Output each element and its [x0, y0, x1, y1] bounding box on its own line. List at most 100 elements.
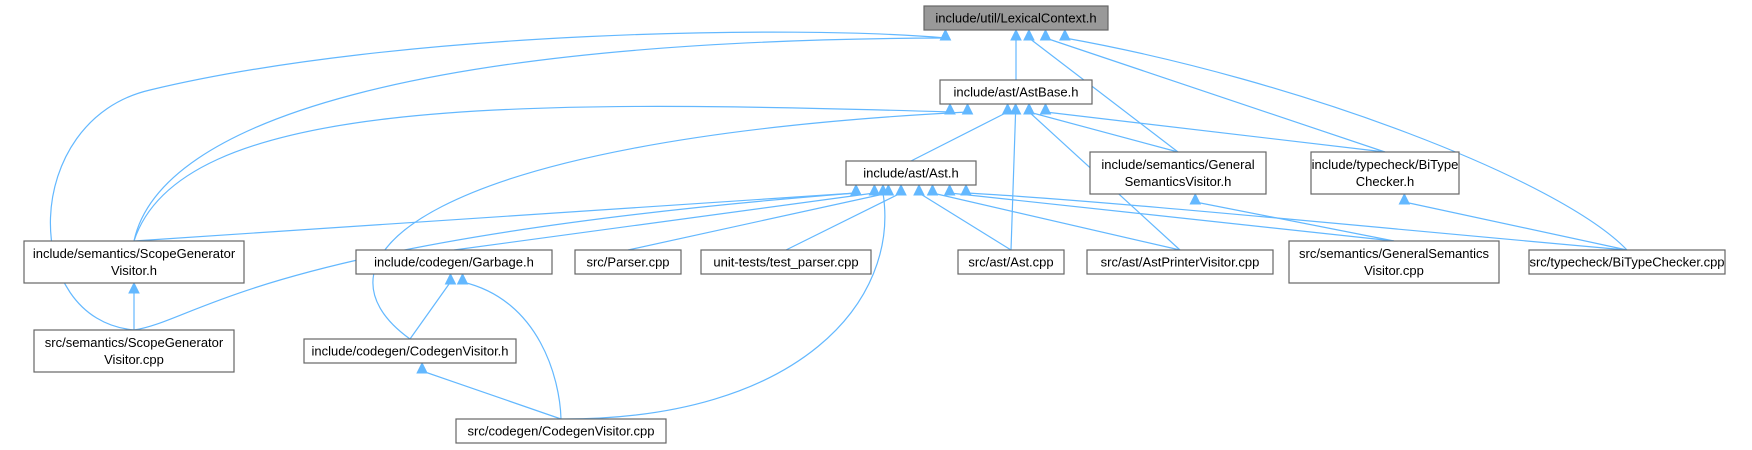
- node-box: [1089, 151, 1267, 195]
- arrowhead: [1023, 102, 1035, 115]
- node-box: [303, 338, 517, 364]
- edge-codegenh-to-astbase: [372, 102, 974, 340]
- edge-line: [560, 192, 886, 420]
- edge-gensemh-to-lexctx: [1023, 28, 1179, 153]
- node-box: [355, 249, 553, 275]
- arrowhead: [1039, 102, 1052, 115]
- edge-line: [1404, 201, 1628, 251]
- arrowhead: [1398, 192, 1411, 205]
- edge-gensemcpp-to-ast: [943, 183, 1395, 242]
- node-label: include/codegen/CodegenVisitor.h: [311, 344, 508, 359]
- edge-line: [1064, 37, 1628, 251]
- arrowhead: [128, 281, 140, 294]
- node-astprinter[interactable]: src/ast/AstPrinterVisitor.cpp: [1086, 249, 1274, 275]
- arrowhead: [1059, 28, 1071, 41]
- node-gensemcpp[interactable]: src/semantics/GeneralSemanticsVisitor.cp…: [1288, 240, 1500, 284]
- arrowhead: [868, 183, 881, 196]
- node-label: include/semantics/ScopeGenerator: [33, 246, 236, 261]
- node-box: [574, 249, 682, 275]
- edge-line: [133, 37, 946, 242]
- node-scopegenh[interactable]: include/semantics/ScopeGeneratorVisitor.…: [23, 240, 245, 284]
- edge-scopegencpp-to-lexctx: [49, 28, 952, 331]
- edge-line: [1010, 111, 1017, 251]
- edge-bitypecpp-to-ast: [960, 183, 1628, 251]
- node-label: unit-tests/test_parser.cpp: [713, 255, 858, 270]
- arrowhead: [895, 183, 907, 196]
- edge-line: [1028, 37, 1179, 153]
- edge-astbase-to-lexctx: [1010, 28, 1022, 80]
- node-box: [1086, 249, 1274, 275]
- node-label: src/semantics/GeneralSemantics: [1299, 246, 1490, 261]
- edge-line: [133, 192, 857, 331]
- edge-bitypeh-to-lexctx: [1039, 28, 1386, 153]
- arrowhead: [1039, 28, 1052, 41]
- node-label: SemanticsVisitor.h: [1125, 174, 1232, 189]
- node-astcpp[interactable]: src/ast/Ast.cpp: [957, 249, 1065, 275]
- edge-astcpp-to-ast: [913, 183, 1012, 251]
- node-label: Checker.h: [1356, 174, 1415, 189]
- arrowhead: [1009, 102, 1022, 115]
- edge-ast-to-astbase: [910, 102, 1014, 162]
- edge-scopegenh-to-ast: [133, 183, 862, 242]
- node-label: include/codegen/Garbage.h: [374, 255, 534, 270]
- node-testparser[interactable]: unit-tests/test_parser.cpp: [700, 249, 872, 275]
- arrowhead: [926, 183, 939, 196]
- arrowhead: [960, 183, 972, 196]
- node-label: include/ast/Ast.h: [863, 166, 958, 181]
- edge-line: [949, 192, 1395, 242]
- arrowhead: [943, 183, 956, 196]
- node-box: [939, 79, 1093, 105]
- arrowhead: [1023, 28, 1035, 41]
- node-label: src/codegen/CodegenVisitor.cpp: [468, 424, 655, 439]
- node-bitypecpp[interactable]: src/typecheck/BiTypeChecker.cpp: [1528, 249, 1726, 275]
- arrowhead: [944, 102, 956, 115]
- node-box: [1288, 240, 1500, 284]
- node-garbage[interactable]: include/codegen/Garbage.h: [355, 249, 553, 275]
- node-label: include/typecheck/BiType: [1312, 157, 1459, 172]
- edge-line: [910, 111, 1008, 162]
- edge-line: [462, 281, 562, 420]
- node-label: include/util/LexicalContext.h: [935, 11, 1096, 26]
- edge-line: [932, 192, 1181, 251]
- edge-line: [1028, 111, 1179, 153]
- node-bitypeh[interactable]: include/typecheck/BiTypeChecker.h: [1310, 151, 1460, 195]
- edge-bitypecpp-to-lexctx: [1059, 28, 1628, 251]
- node-label: src/Parser.cpp: [586, 255, 669, 270]
- edges-layer: [49, 28, 1628, 420]
- node-label: src/ast/Ast.cpp: [968, 255, 1053, 270]
- node-box: [455, 418, 667, 444]
- node-label: src/typecheck/BiTypeChecker.cpp: [1529, 255, 1724, 270]
- node-parser[interactable]: src/Parser.cpp: [574, 249, 682, 275]
- node-box: [33, 329, 235, 373]
- edge-codegencpp-to-codegenh: [416, 361, 562, 420]
- edge-garbage-to-ast: [453, 183, 881, 251]
- arrowhead: [416, 361, 428, 374]
- node-lexctx[interactable]: include/util/LexicalContext.h: [923, 5, 1109, 31]
- node-codegencpp[interactable]: src/codegen/CodegenVisitor.cpp: [455, 418, 667, 444]
- arrowhead: [850, 183, 862, 196]
- node-box: [923, 5, 1109, 31]
- node-astbase[interactable]: include/ast/AstBase.h: [939, 79, 1093, 105]
- arrowhead: [456, 272, 469, 285]
- edge-gensemcpp-to-gensemh: [1189, 192, 1395, 242]
- edge-scopegencpp-to-scopegenh: [128, 281, 140, 330]
- node-ast[interactable]: include/ast/Ast.h: [845, 160, 977, 186]
- edge-line: [1045, 37, 1386, 153]
- node-codegenh[interactable]: include/codegen/CodegenVisitor.h: [303, 338, 517, 364]
- edge-line: [1195, 201, 1395, 242]
- node-gensemh[interactable]: include/semantics/GeneralSemanticsVisito…: [1089, 151, 1267, 195]
- node-label: src/semantics/ScopeGenerator: [45, 335, 224, 350]
- node-label: src/ast/AstPrinterVisitor.cpp: [1101, 255, 1260, 270]
- node-box: [1310, 151, 1460, 195]
- node-label: Visitor.cpp: [1364, 263, 1424, 278]
- edge-codegencpp-to-ast: [560, 183, 889, 420]
- edge-line: [133, 105, 951, 242]
- edge-line: [965, 192, 1628, 251]
- edge-line: [421, 370, 562, 420]
- edge-line: [1045, 111, 1386, 153]
- arrowhead: [939, 28, 952, 41]
- edge-line: [49, 31, 946, 331]
- edge-line: [785, 192, 902, 251]
